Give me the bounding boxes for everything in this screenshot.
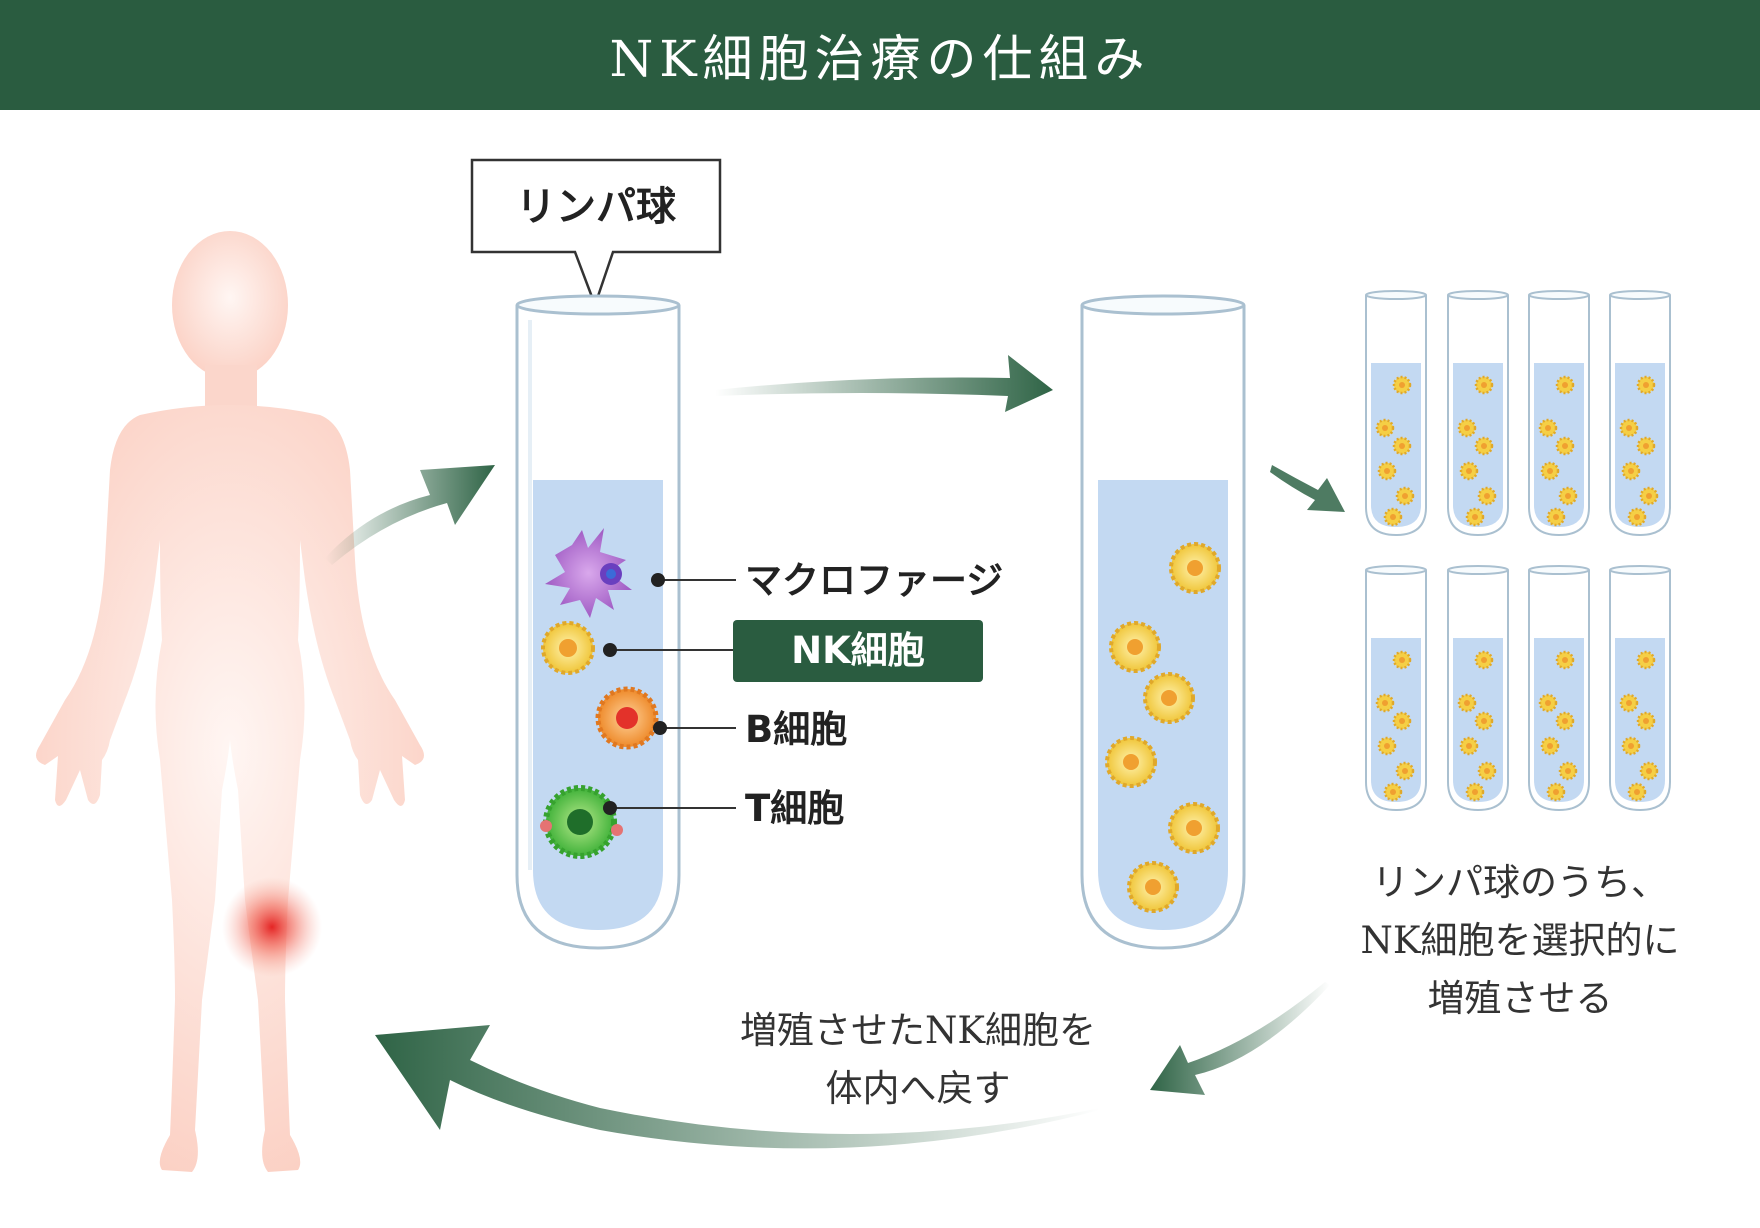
inflammation-spot (222, 877, 322, 977)
caption-line: NK細胞を選択的に (1360, 919, 1679, 962)
caption-line: 増殖させたNK細胞を (740, 1009, 1096, 1052)
small-test-tube (1365, 565, 1427, 812)
nk-label: NK細胞 (791, 629, 925, 672)
human-body-figure (36, 231, 424, 1172)
small-test-tube (1447, 290, 1509, 537)
cell-label-lines (603, 573, 736, 815)
nk-label-badge (733, 620, 983, 682)
page-title: NK細胞治療の仕組み (609, 30, 1151, 88)
small-test-tube (1528, 290, 1590, 537)
t-cell (540, 785, 623, 859)
extract-arrow (325, 465, 495, 565)
nk-cell (541, 621, 595, 675)
macrophage-label: マクロファージ (745, 559, 1003, 602)
small-test-tube (1365, 290, 1427, 537)
small-test-tube (1609, 565, 1671, 812)
macrophage-cell (545, 528, 632, 618)
small-test-tube (1447, 565, 1509, 812)
transfer-arrow (715, 355, 1053, 412)
caption-line: 増殖させる (1428, 977, 1613, 1020)
caption-expand: リンパ球のうち、 NK細胞を選択的に 増殖させる (1360, 861, 1679, 1020)
collect-arrow (1150, 982, 1330, 1095)
caption-line: リンパ球のうち、 (1372, 861, 1668, 904)
header-bar: NK細胞治療の仕組み (0, 0, 1760, 110)
small-test-tube (1528, 565, 1590, 812)
b-cell (595, 686, 659, 750)
caption-return: 増殖させたNK細胞を 体内へ戻す (740, 1009, 1096, 1110)
callout-label: リンパ球 (516, 184, 677, 230)
t-cell-label: T細胞 (745, 787, 844, 830)
b-cell-label: B細胞 (745, 708, 847, 751)
expand-arrow (1270, 465, 1345, 512)
small-test-tube (1609, 290, 1671, 537)
test-tube-nk-cells (1080, 294, 1246, 950)
return-arrow (375, 1025, 1100, 1149)
lymphocyte-callout: リンパ球 (470, 158, 722, 309)
caption-line: 体内へ戻す (826, 1067, 1011, 1110)
expanded-tube-grid (1365, 290, 1671, 812)
